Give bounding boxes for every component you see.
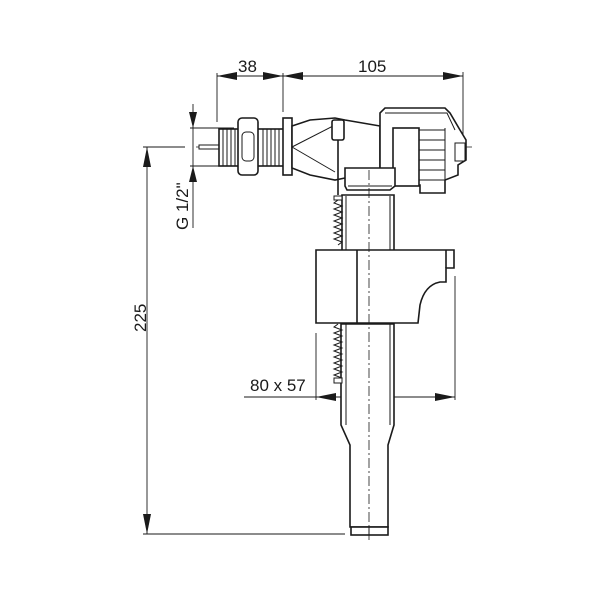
dimension-80x57: 80 x 57 <box>244 276 456 401</box>
dimension-thread: G 1/2" <box>173 104 234 230</box>
flange-washer <box>282 117 293 176</box>
valve-head <box>379 107 467 194</box>
valve-seat <box>344 167 396 191</box>
pivot-bolt <box>331 119 345 195</box>
dimension-38: 38 <box>216 57 284 122</box>
dim-label-float: 80 x 57 <box>250 376 306 395</box>
dim-label-38: 38 <box>238 57 257 76</box>
dimension-105: 105 <box>283 57 464 142</box>
dim-label-225: 225 <box>131 304 150 332</box>
dim-label-thread: G 1/2" <box>173 182 192 230</box>
dim-label-105: 105 <box>358 57 386 76</box>
inlet-pin <box>198 144 220 150</box>
adjustment-spring <box>332 195 344 384</box>
float <box>315 249 455 324</box>
lock-nut <box>237 117 259 176</box>
dimension-225: 225 <box>131 146 345 535</box>
riser-tube <box>340 194 395 536</box>
